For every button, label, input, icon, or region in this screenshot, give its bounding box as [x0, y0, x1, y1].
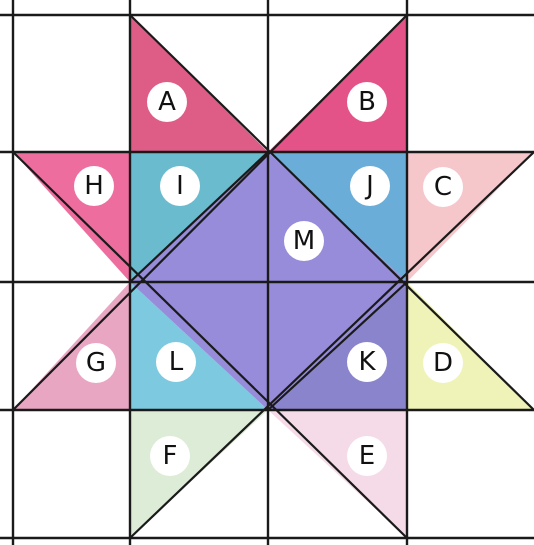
svg-text:G: G [86, 348, 106, 378]
svg-text:H: H [84, 171, 104, 201]
label-l: L [156, 342, 196, 382]
svg-text:J: J [364, 171, 374, 201]
label-b: B [347, 82, 387, 122]
label-d: D [423, 343, 463, 383]
label-k: K [347, 342, 387, 382]
svg-text:A: A [158, 87, 176, 117]
svg-text:K: K [358, 347, 376, 377]
label-m: M [284, 221, 324, 261]
svg-text:I: I [176, 171, 184, 201]
label-j: J [350, 166, 390, 206]
label-i: I [160, 166, 200, 206]
svg-text:D: D [433, 348, 453, 378]
label-c: C [423, 167, 463, 207]
label-h: H [74, 166, 114, 206]
label-a: A [147, 82, 187, 122]
svg-text:B: B [358, 87, 376, 117]
svg-text:M: M [293, 226, 315, 256]
svg-text:L: L [169, 347, 184, 377]
svg-text:F: F [163, 441, 178, 471]
label-g: G [76, 343, 116, 383]
label-f: F [150, 436, 190, 476]
svg-text:E: E [359, 441, 375, 471]
label-e: E [347, 436, 387, 476]
svg-text:C: C [434, 172, 452, 202]
